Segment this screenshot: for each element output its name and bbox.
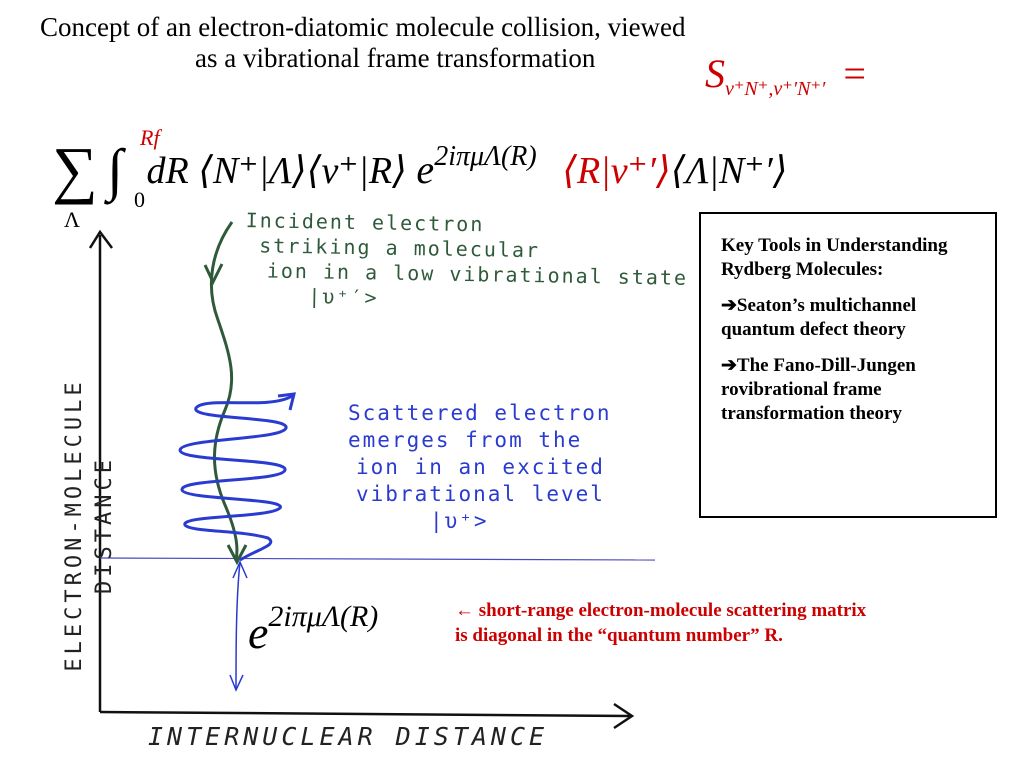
incident-arrowhead-2 bbox=[226, 544, 248, 566]
summation-symbol: ∑ bbox=[52, 134, 98, 205]
scattering-matrix-note: ← short-range electron-molecule scatteri… bbox=[455, 600, 867, 646]
x-axis-line bbox=[99, 710, 631, 718]
formula-exp-power: 2iπμΛ(R) bbox=[434, 141, 537, 172]
boundary-line bbox=[99, 557, 656, 561]
integral-lower-limit: 0 bbox=[134, 187, 145, 212]
exp-label-base: e bbox=[248, 607, 269, 658]
scattered-line-2: emerges from the bbox=[348, 428, 583, 452]
short-range-vertical-arrow bbox=[235, 561, 241, 691]
scattered-line-3: ion in an excited bbox=[356, 455, 605, 479]
vertical-arrowhead-top bbox=[232, 560, 248, 579]
title-line-2: as a vibrational frame transformation bbox=[195, 43, 596, 73]
y-axis-arrowhead bbox=[88, 229, 113, 249]
y-axis-label: ELECTRON-MOLECULE DISTANCE bbox=[60, 325, 120, 725]
incident-electron-annotation: Incident electron striking a molecular i… bbox=[244, 208, 689, 316]
key-tools-box: Key Tools in Understanding Rydberg Molec… bbox=[699, 212, 997, 518]
formula-body-2: ⟨Λ|N⁺′⟩ bbox=[670, 150, 788, 192]
integral-symbol: ∫ bbox=[107, 137, 124, 202]
formula-body-1: dR ⟨N⁺|Λ⟩⟨v⁺|R⟩ bbox=[146, 150, 407, 192]
scattered-electron-annotation: Scattered electron emerges from the ion … bbox=[348, 400, 612, 535]
s-matrix-lhs: Sv⁺N⁺,v⁺′N⁺′ = bbox=[705, 50, 866, 101]
incident-arrowhead bbox=[203, 263, 224, 286]
scattered-electron-spiral bbox=[178, 394, 293, 562]
key-tools-heading: Key Tools in Understanding Rydberg Molec… bbox=[721, 235, 948, 280]
short-range-exponential-label: e2iπμΛ(R) bbox=[248, 600, 378, 659]
formula-exp-base: e bbox=[416, 147, 435, 192]
formula-body-red: ⟨R|v⁺′⟩ bbox=[562, 150, 671, 192]
x-axis-label: INTERNUCLEAR DISTANCE bbox=[148, 722, 549, 751]
s-matrix-symbol: S bbox=[705, 51, 725, 96]
scattered-line-4: vibrational level bbox=[356, 482, 605, 506]
incident-electron-path bbox=[209, 221, 239, 561]
summation-index: Λ bbox=[64, 207, 80, 232]
title-line-1: Concept of an electron-diatomic molecule… bbox=[40, 12, 686, 42]
scattered-arrowhead bbox=[277, 392, 296, 411]
y-axis-label-line-2: DISTANCE bbox=[92, 456, 117, 594]
key-tools-item-1: ➔Seaton’s multichannel quantum defect th… bbox=[721, 295, 917, 340]
vertical-arrowhead-bottom bbox=[229, 674, 244, 692]
exp-label-power: 2iπμΛ(R) bbox=[268, 600, 379, 633]
equals-sign: = bbox=[843, 51, 866, 96]
y-axis-label-line-1: ELECTRON-MOLECULE bbox=[62, 378, 87, 672]
slide-title: Concept of an electron-diatomic molecule… bbox=[40, 12, 860, 74]
frame-transformation-formula: ∑ Λ ∫ Rf 0 dR ⟨N⁺|Λ⟩⟨v⁺|R⟩ e2iπμΛ(R) ⟨R|… bbox=[52, 125, 788, 232]
integral-upper-limit: Rf bbox=[140, 125, 160, 150]
x-axis-arrowhead bbox=[613, 702, 635, 730]
scattered-line-1: Scattered electron bbox=[348, 401, 612, 425]
scattered-line-5: |υ⁺> bbox=[430, 509, 489, 533]
key-tools-item-2: ➔The Fano-Dill-Jungen rovibrational fram… bbox=[721, 355, 916, 424]
s-matrix-subscript: v⁺N⁺,v⁺′N⁺′ bbox=[725, 78, 826, 100]
